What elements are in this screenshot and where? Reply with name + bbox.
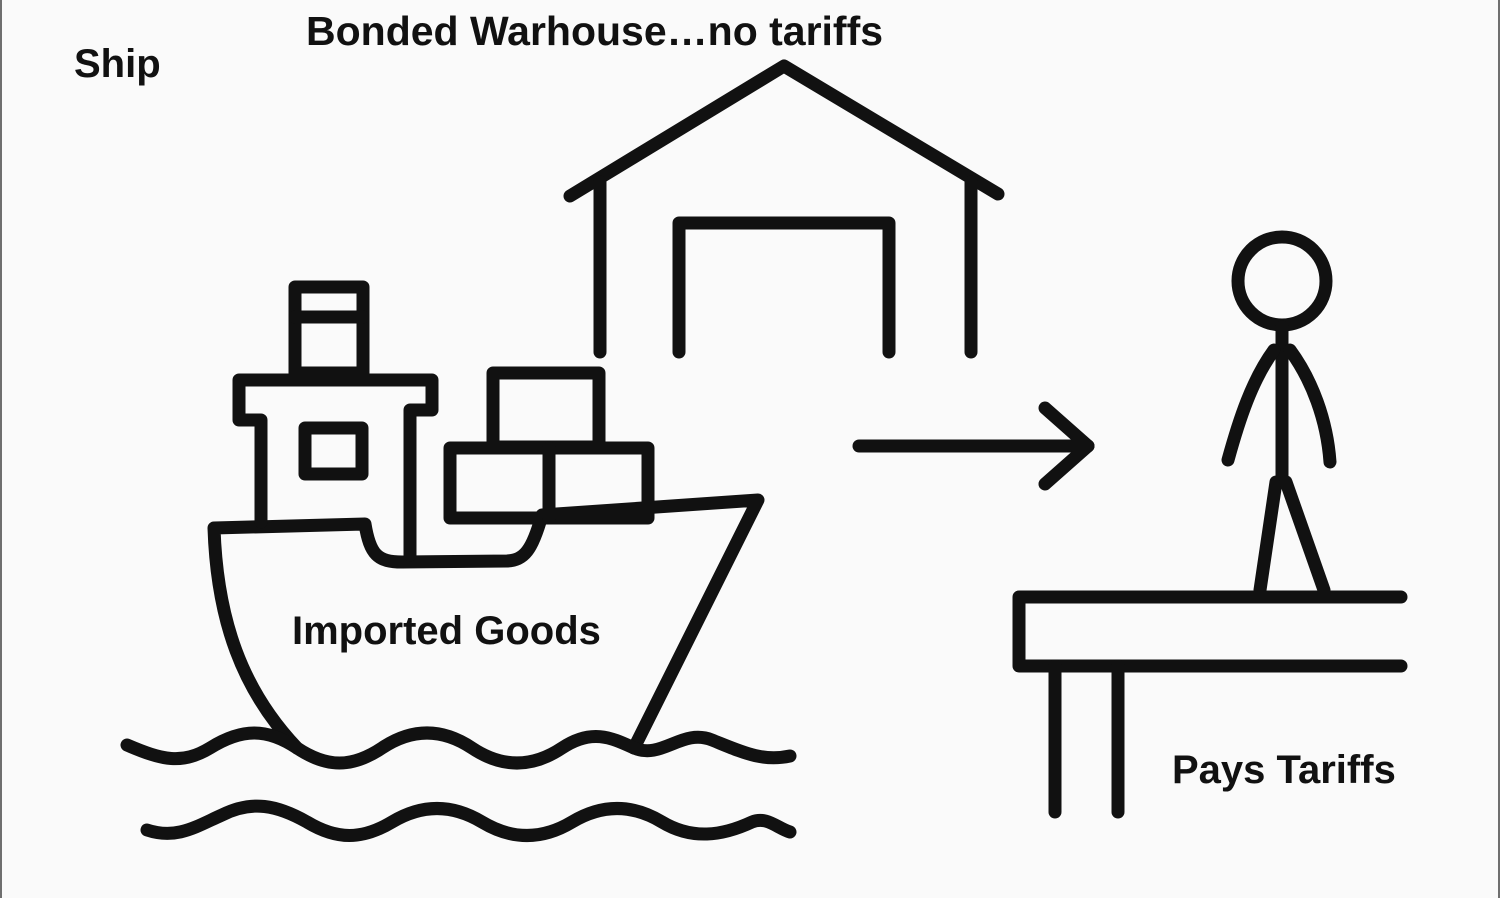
ship-hull (207, 493, 765, 755)
pays-tariffs-label: Pays Tariffs (1172, 748, 1396, 792)
warehouse-icon (563, 59, 1005, 359)
arrow-head (1038, 401, 1095, 491)
container-upper (486, 366, 606, 454)
person-right-arm (1283, 343, 1337, 469)
ship-bridge (232, 373, 439, 562)
wave-upper (120, 726, 797, 770)
person-icon (1221, 230, 1337, 597)
dock-icon (1012, 590, 1408, 819)
warehouse-roof (563, 59, 1005, 203)
ship-label: Ship (74, 42, 161, 86)
waves-icon (120, 726, 797, 842)
person-left-leg (1253, 475, 1283, 597)
person-left-arm (1221, 343, 1281, 467)
person-head (1231, 230, 1333, 332)
dock-top (1012, 590, 1408, 673)
ship-icon (207, 280, 765, 755)
ship-funnel (288, 280, 370, 380)
warehouse-door (672, 216, 896, 359)
warehouse-label: Bonded Warhouse…no tariffs (306, 8, 884, 54)
person-right-leg (1279, 475, 1331, 597)
imported-goods-label: Imported Goods (292, 609, 601, 653)
ship-window (298, 421, 369, 481)
wave-lower (140, 799, 797, 842)
arrow-right-icon (852, 401, 1095, 491)
